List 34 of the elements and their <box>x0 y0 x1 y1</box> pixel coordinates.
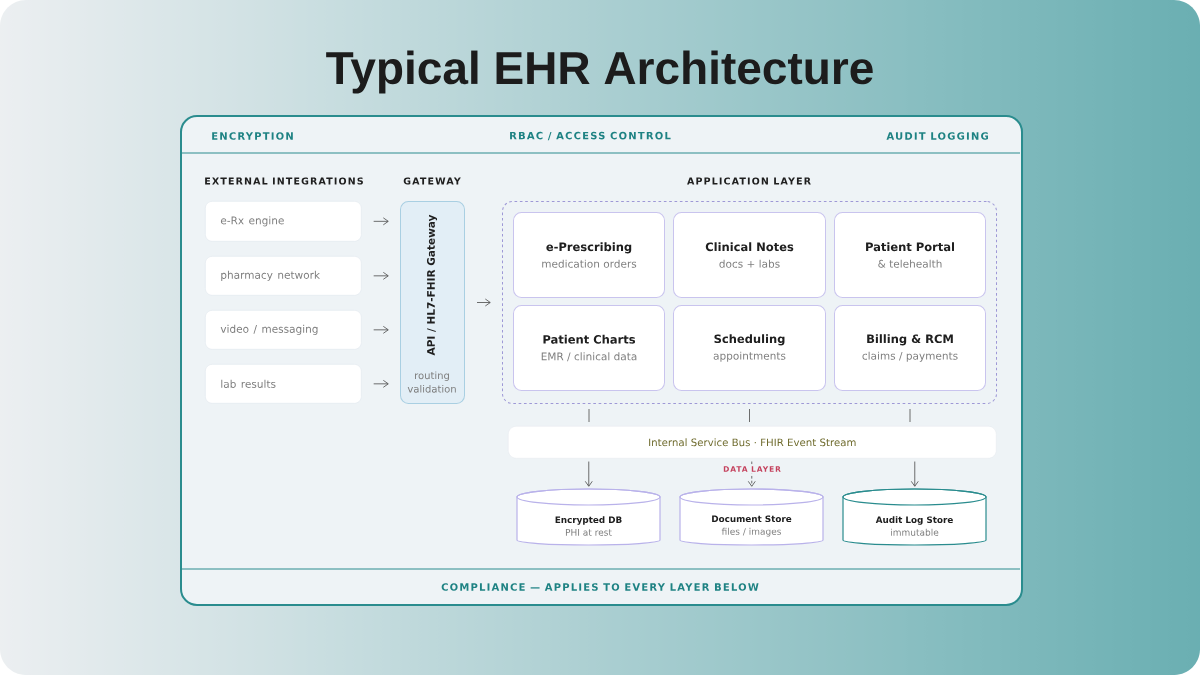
database-cylinder: Document Store files / images <box>679 488 824 546</box>
gateway-box: API / HL7-FHIR Gateway routing validation <box>400 201 465 404</box>
arrow <box>373 379 389 388</box>
module-box: Billing & RCM claims / payments <box>834 305 986 391</box>
band-label: RBAC / ACCESS CONTROL <box>510 131 671 141</box>
module-box: e-Prescribing medication orders <box>513 212 665 298</box>
module-box: Patient Portal & telehealth <box>834 212 986 298</box>
arrow <box>373 325 389 334</box>
arrow <box>747 461 756 487</box>
database-cylinder: Audit Log Store immutable <box>842 488 987 546</box>
arrow <box>373 271 389 280</box>
section-heading: GATEWAY <box>403 177 461 185</box>
band-label: ENCRYPTION <box>212 132 293 140</box>
integration-card: pharmacy network <box>205 256 362 296</box>
arrow <box>584 461 593 487</box>
integration-card: lab results <box>205 364 362 404</box>
connector-line <box>749 408 750 423</box>
integration-card: e-Rx engine <box>205 201 362 242</box>
section-heading: EXTERNAL INTEGRATIONS <box>205 177 363 185</box>
database-cylinder: Encrypted DB PHI at rest <box>516 488 661 546</box>
section-heading: APPLICATION LAYER <box>687 177 811 185</box>
module-box: Patient Charts EMR / clinical data <box>513 305 665 391</box>
module-box: Clinical Notes docs + labs <box>673 212 826 298</box>
title: Typical EHR Architecture <box>326 50 873 94</box>
band-label: COMPLIANCE — APPLIES TO EVERY LAYER BELOW <box>441 583 759 591</box>
module-box: Scheduling appointments <box>673 305 826 391</box>
band-label: AUDIT LOGGING <box>886 132 988 140</box>
arrow <box>910 461 919 487</box>
connector-line <box>588 408 590 423</box>
connector-line <box>909 408 911 423</box>
arrow <box>373 217 389 226</box>
bus-bar: Internal Service Bus · FHIR Event Stream <box>508 426 997 459</box>
arrow <box>476 298 491 307</box>
integration-card: video / messaging <box>205 310 362 350</box>
